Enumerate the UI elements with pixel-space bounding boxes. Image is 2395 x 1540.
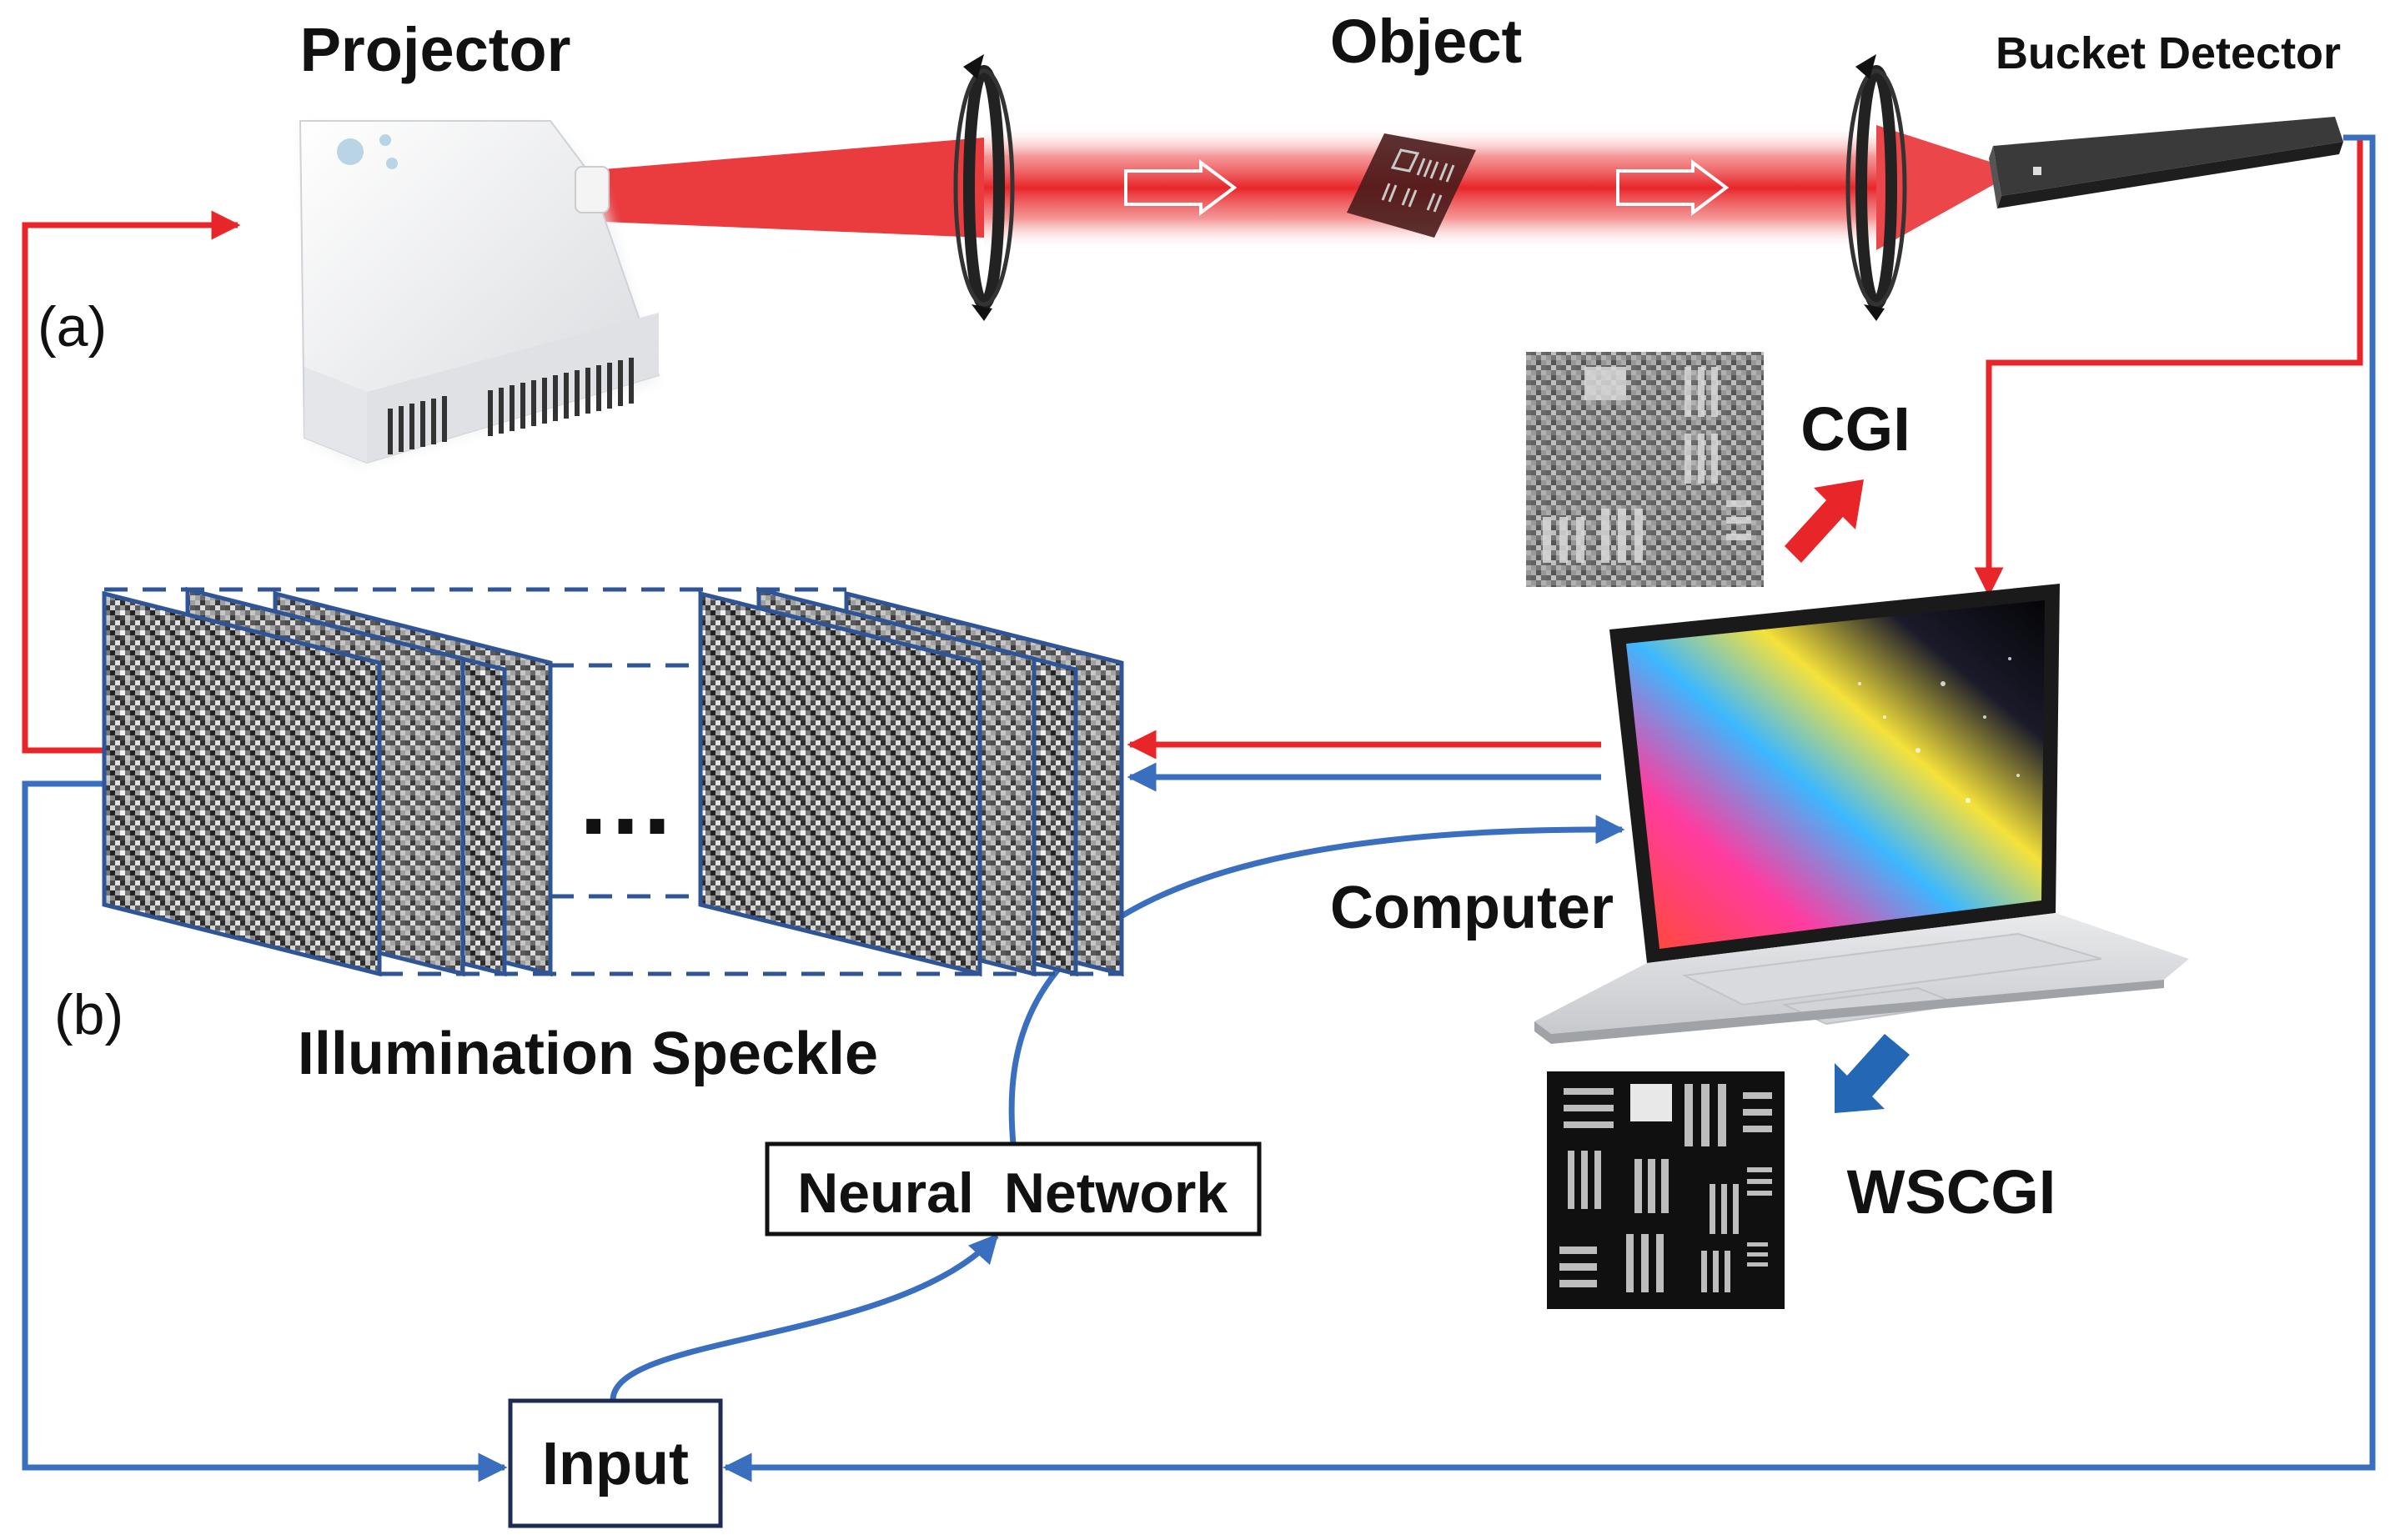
beam-direction-arrow-1 [1124, 159, 1238, 216]
red-arrow-detector-to-computer [1974, 134, 2363, 597]
path-b-lines [22, 134, 2376, 1482]
speckle-frame [102, 590, 382, 977]
cgi-output-arrow [1785, 479, 1864, 563]
blue-arrow-speckle-to-input [22, 780, 508, 1482]
input-label: Input [542, 1431, 689, 1497]
illumination-speckle-label: Illumination Speckle [298, 1021, 878, 1087]
computer-label: Computer [1330, 875, 1614, 941]
beam-direction-arrow-2 [1616, 159, 1730, 216]
neural-network-label-2: Network [1004, 1161, 1228, 1225]
illumination-speckle-stack: … [102, 586, 1124, 977]
bucket-detector-device [1989, 117, 2343, 208]
neural-network-box: Neural Network [765, 1141, 1262, 1237]
projector-lens [575, 166, 610, 213]
beam-cone-projector [584, 138, 984, 238]
speckle-ellipsis: … [575, 744, 675, 855]
wscgi-result-image [1547, 1071, 1785, 1309]
wscgi-output-arrow [1835, 1034, 1910, 1113]
wscgi-label: WSCGI [1847, 1157, 2056, 1226]
beam-cone-detector [1876, 125, 2018, 250]
neural-network-label-1: Neural [797, 1161, 974, 1225]
projector-label: Projector [300, 15, 571, 84]
object-target [1347, 133, 1476, 238]
lens-2 [1845, 54, 1907, 321]
blue-arrow-detector-to-input [722, 134, 2376, 1482]
object-label: Object [1330, 7, 1522, 76]
speckle-dashed-connectors [104, 587, 1122, 976]
laptop-computer [1534, 584, 2189, 1044]
input-box: Input [508, 1398, 723, 1528]
blue-arrow-input-to-network [610, 1233, 999, 1400]
red-arrow-to-projector [22, 210, 241, 754]
cgi-label: CGI [1800, 394, 1910, 464]
bucket-detector-label: Bucket Detector [1996, 28, 2341, 78]
projector-device [299, 120, 660, 467]
cgi-result-image [1526, 352, 1764, 587]
panel-a-label: (a) [38, 295, 107, 359]
laptop-screen [1626, 600, 2045, 949]
speckle-frame [698, 590, 982, 977]
light-beam [584, 125, 2018, 250]
lens-1 [953, 54, 1015, 321]
projector-vents [388, 358, 634, 454]
projector-indicator [337, 138, 364, 165]
panel-b-label: (b) [54, 983, 123, 1046]
